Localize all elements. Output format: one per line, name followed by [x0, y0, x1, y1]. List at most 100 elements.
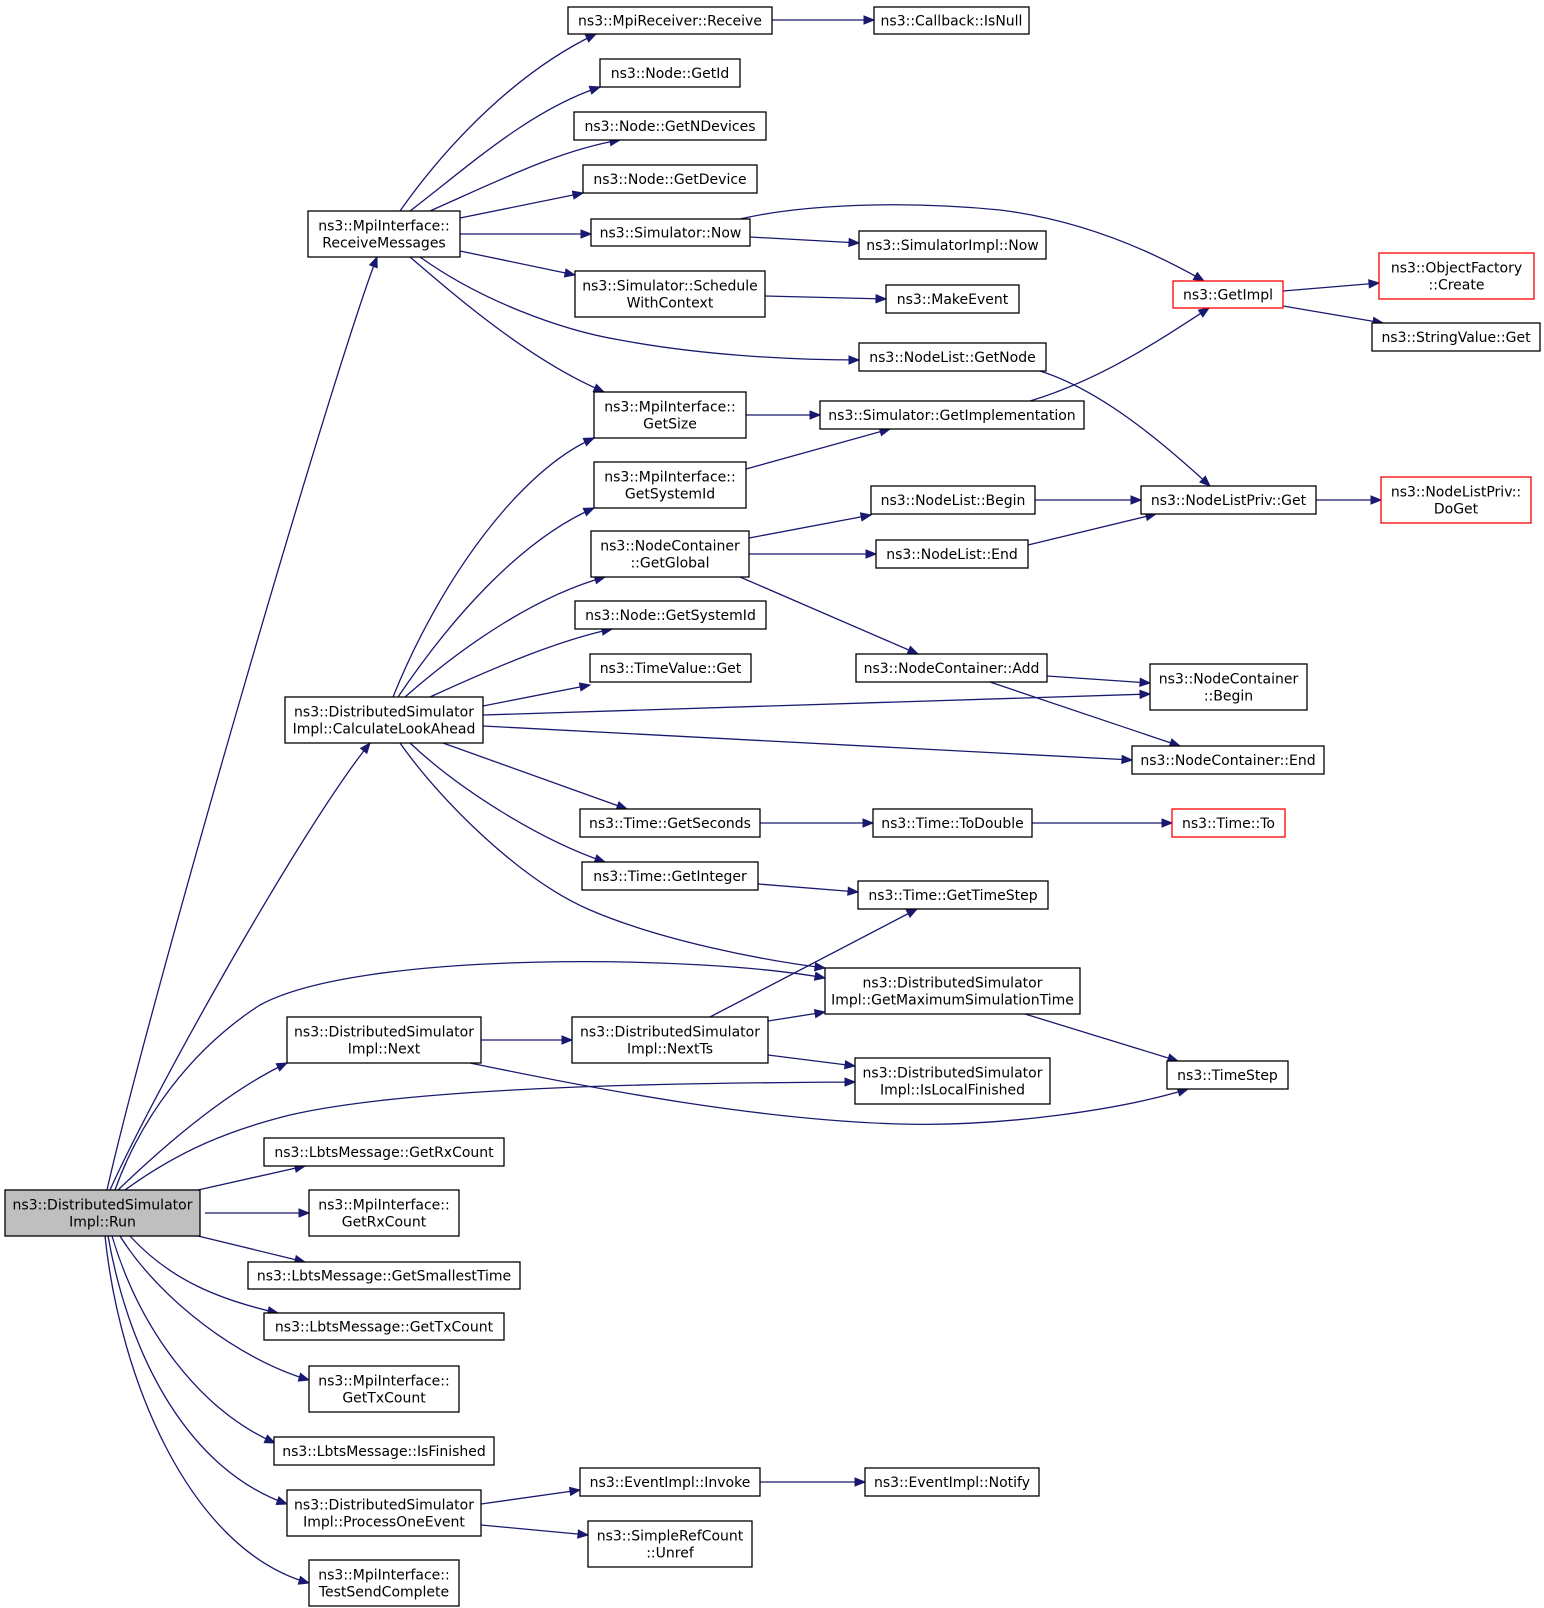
node-stringvalue_get[interactable]: ns3::StringValue::Get	[1371, 322, 1541, 352]
node-getmaxsimtime[interactable]: ns3::DistributedSimulatorImpl::GetMaximu…	[824, 967, 1081, 1015]
node-unref[interactable]: ns3::SimpleRefCount::Unref	[587, 1520, 753, 1568]
node-mpireceive[interactable]: ns3::MpiReceiver::Receive	[567, 6, 773, 35]
node-getimpl[interactable]: ns3::GetImpl	[1172, 280, 1284, 309]
node-box[interactable]	[854, 1057, 1051, 1105]
node-time_todouble[interactable]: ns3::Time::ToDouble	[872, 808, 1033, 838]
node-time_getseconds[interactable]: ns3::Time::GetSeconds	[579, 808, 761, 838]
node-box[interactable]	[263, 1312, 505, 1341]
node-getdevice[interactable]: ns3::Node::GetDevice	[582, 164, 758, 194]
node-box[interactable]	[307, 210, 461, 258]
node-sim_getimplementation[interactable]: ns3::Simulator::GetImplementation	[819, 400, 1085, 430]
node-gettxcount_lbts[interactable]: ns3::LbtsMessage::GetTxCount	[263, 1312, 505, 1341]
node-box[interactable]	[574, 600, 767, 630]
node-box[interactable]	[885, 284, 1020, 314]
node-box[interactable]	[875, 539, 1029, 569]
node-box[interactable]	[824, 967, 1081, 1015]
node-mpigetsize[interactable]: ns3::MpiInterface::GetSize	[593, 391, 747, 439]
node-box[interactable]	[308, 1559, 460, 1607]
node-box[interactable]	[263, 1137, 505, 1167]
node-eventimpl_notify[interactable]: ns3::EventImpl::Notify	[864, 1467, 1040, 1497]
node-nodelistpriv_doget[interactable]: ns3::NodeListPriv::DoGet	[1380, 476, 1532, 524]
node-receivemessages[interactable]: ns3::MpiInterface::ReceiveMessages	[307, 210, 461, 258]
node-box[interactable]	[858, 230, 1047, 260]
node-box[interactable]	[1140, 485, 1317, 515]
node-box[interactable]	[873, 6, 1030, 35]
node-box[interactable]	[573, 111, 767, 141]
node-box[interactable]	[855, 653, 1048, 683]
node-box[interactable]	[308, 1189, 460, 1237]
node-nodelist_getnode[interactable]: ns3::NodeList::GetNode	[858, 342, 1047, 372]
node-mpigetsystemid[interactable]: ns3::MpiInterface::GetSystemId	[593, 461, 747, 509]
node-objectfactory_create[interactable]: ns3::ObjectFactory::Create	[1378, 252, 1535, 300]
node-box[interactable]	[581, 861, 759, 891]
node-box[interactable]	[857, 880, 1049, 910]
node-box[interactable]	[872, 808, 1033, 838]
node-nodegetid[interactable]: ns3::Node::GetId	[599, 58, 741, 88]
node-nodelist_end[interactable]: ns3::NodeList::End	[875, 539, 1029, 569]
node-islocalfinished[interactable]: ns3::DistributedSimulatorImpl::IsLocalFi…	[854, 1057, 1051, 1105]
node-box[interactable]	[1149, 663, 1308, 711]
node-box[interactable]	[284, 696, 484, 744]
node-box[interactable]	[579, 1467, 761, 1497]
node-eventimpl_invoke[interactable]: ns3::EventImpl::Invoke	[579, 1467, 761, 1497]
node-getrxcount_mpi[interactable]: ns3::MpiInterface::GetRxCount	[308, 1189, 460, 1237]
node-box[interactable]	[1166, 1060, 1289, 1090]
node-box[interactable]	[1378, 252, 1535, 300]
node-box[interactable]	[571, 1016, 769, 1064]
node-box[interactable]	[589, 653, 752, 683]
node-box[interactable]	[870, 485, 1036, 515]
node-box[interactable]	[582, 164, 758, 194]
node-box[interactable]	[587, 1520, 753, 1568]
node-processoneevent[interactable]: ns3::DistributedSimulatorImpl::ProcessOn…	[286, 1489, 482, 1537]
node-nc_add[interactable]: ns3::NodeContainer::Add	[855, 653, 1048, 683]
node-box[interactable]	[1380, 476, 1532, 524]
node-getrxcount_lbts[interactable]: ns3::LbtsMessage::GetRxCount	[263, 1137, 505, 1167]
node-box[interactable]	[858, 342, 1047, 372]
node-nc_begin[interactable]: ns3::NodeContainer::Begin	[1149, 663, 1308, 711]
node-nodelist_begin[interactable]: ns3::NodeList::Begin	[870, 485, 1036, 515]
node-nodelistpriv_get[interactable]: ns3::NodeListPriv::Get	[1140, 485, 1317, 515]
node-box[interactable]	[567, 6, 773, 35]
node-time_to[interactable]: ns3::Time::To	[1171, 808, 1286, 838]
node-time_getinteger[interactable]: ns3::Time::GetInteger	[581, 861, 759, 891]
node-box[interactable]	[574, 270, 766, 318]
node-nc_end[interactable]: ns3::NodeContainer::End	[1131, 745, 1325, 775]
node-testsendcomplete[interactable]: ns3::MpiInterface::TestSendComplete	[308, 1559, 460, 1607]
node-callback_isnull[interactable]: ns3::Callback::IsNull	[873, 6, 1030, 35]
node-box[interactable]	[308, 1365, 460, 1413]
node-box[interactable]	[864, 1467, 1040, 1497]
node-box[interactable]	[590, 218, 751, 247]
node-nc_getglobal[interactable]: ns3::NodeContainer::GetGlobal	[590, 530, 750, 578]
node-getsmallesttime[interactable]: ns3::LbtsMessage::GetSmallestTime	[247, 1261, 521, 1290]
node-box[interactable]	[273, 1436, 495, 1466]
node-box[interactable]	[579, 808, 761, 838]
node-box[interactable]	[1171, 808, 1286, 838]
node-gettxcount_mpi[interactable]: ns3::MpiInterface::GetTxCount	[308, 1365, 460, 1413]
node-box[interactable]	[1371, 322, 1541, 352]
node-box[interactable]	[1131, 745, 1325, 775]
node-timestep[interactable]: ns3::TimeStep	[1166, 1060, 1289, 1090]
node-box[interactable]	[593, 391, 747, 439]
node-box[interactable]	[590, 530, 750, 578]
node-box[interactable]	[286, 1016, 482, 1064]
node-calclookahead[interactable]: ns3::DistributedSimulatorImpl::Calculate…	[284, 696, 484, 744]
node-isfinished[interactable]: ns3::LbtsMessage::IsFinished	[273, 1436, 495, 1466]
node-box[interactable]	[286, 1489, 482, 1537]
node-makeevent[interactable]: ns3::MakeEvent	[885, 284, 1020, 314]
node-box[interactable]	[599, 58, 741, 88]
node-box[interactable]	[593, 461, 747, 509]
node-box[interactable]	[247, 1261, 521, 1290]
node-box[interactable]	[819, 400, 1085, 430]
node-simnow[interactable]: ns3::Simulator::Now	[590, 218, 751, 247]
node-box[interactable]	[1172, 280, 1284, 309]
node-getndevices[interactable]: ns3::Node::GetNDevices	[573, 111, 767, 141]
node-time_gettimestep[interactable]: ns3::Time::GetTimeStep	[857, 880, 1049, 910]
node-timevalue_get[interactable]: ns3::TimeValue::Get	[589, 653, 752, 683]
node-box[interactable]	[4, 1189, 201, 1237]
node-node_getsystemid[interactable]: ns3::Node::GetSystemId	[574, 600, 767, 630]
node-simimpl_now[interactable]: ns3::SimulatorImpl::Now	[858, 230, 1047, 260]
